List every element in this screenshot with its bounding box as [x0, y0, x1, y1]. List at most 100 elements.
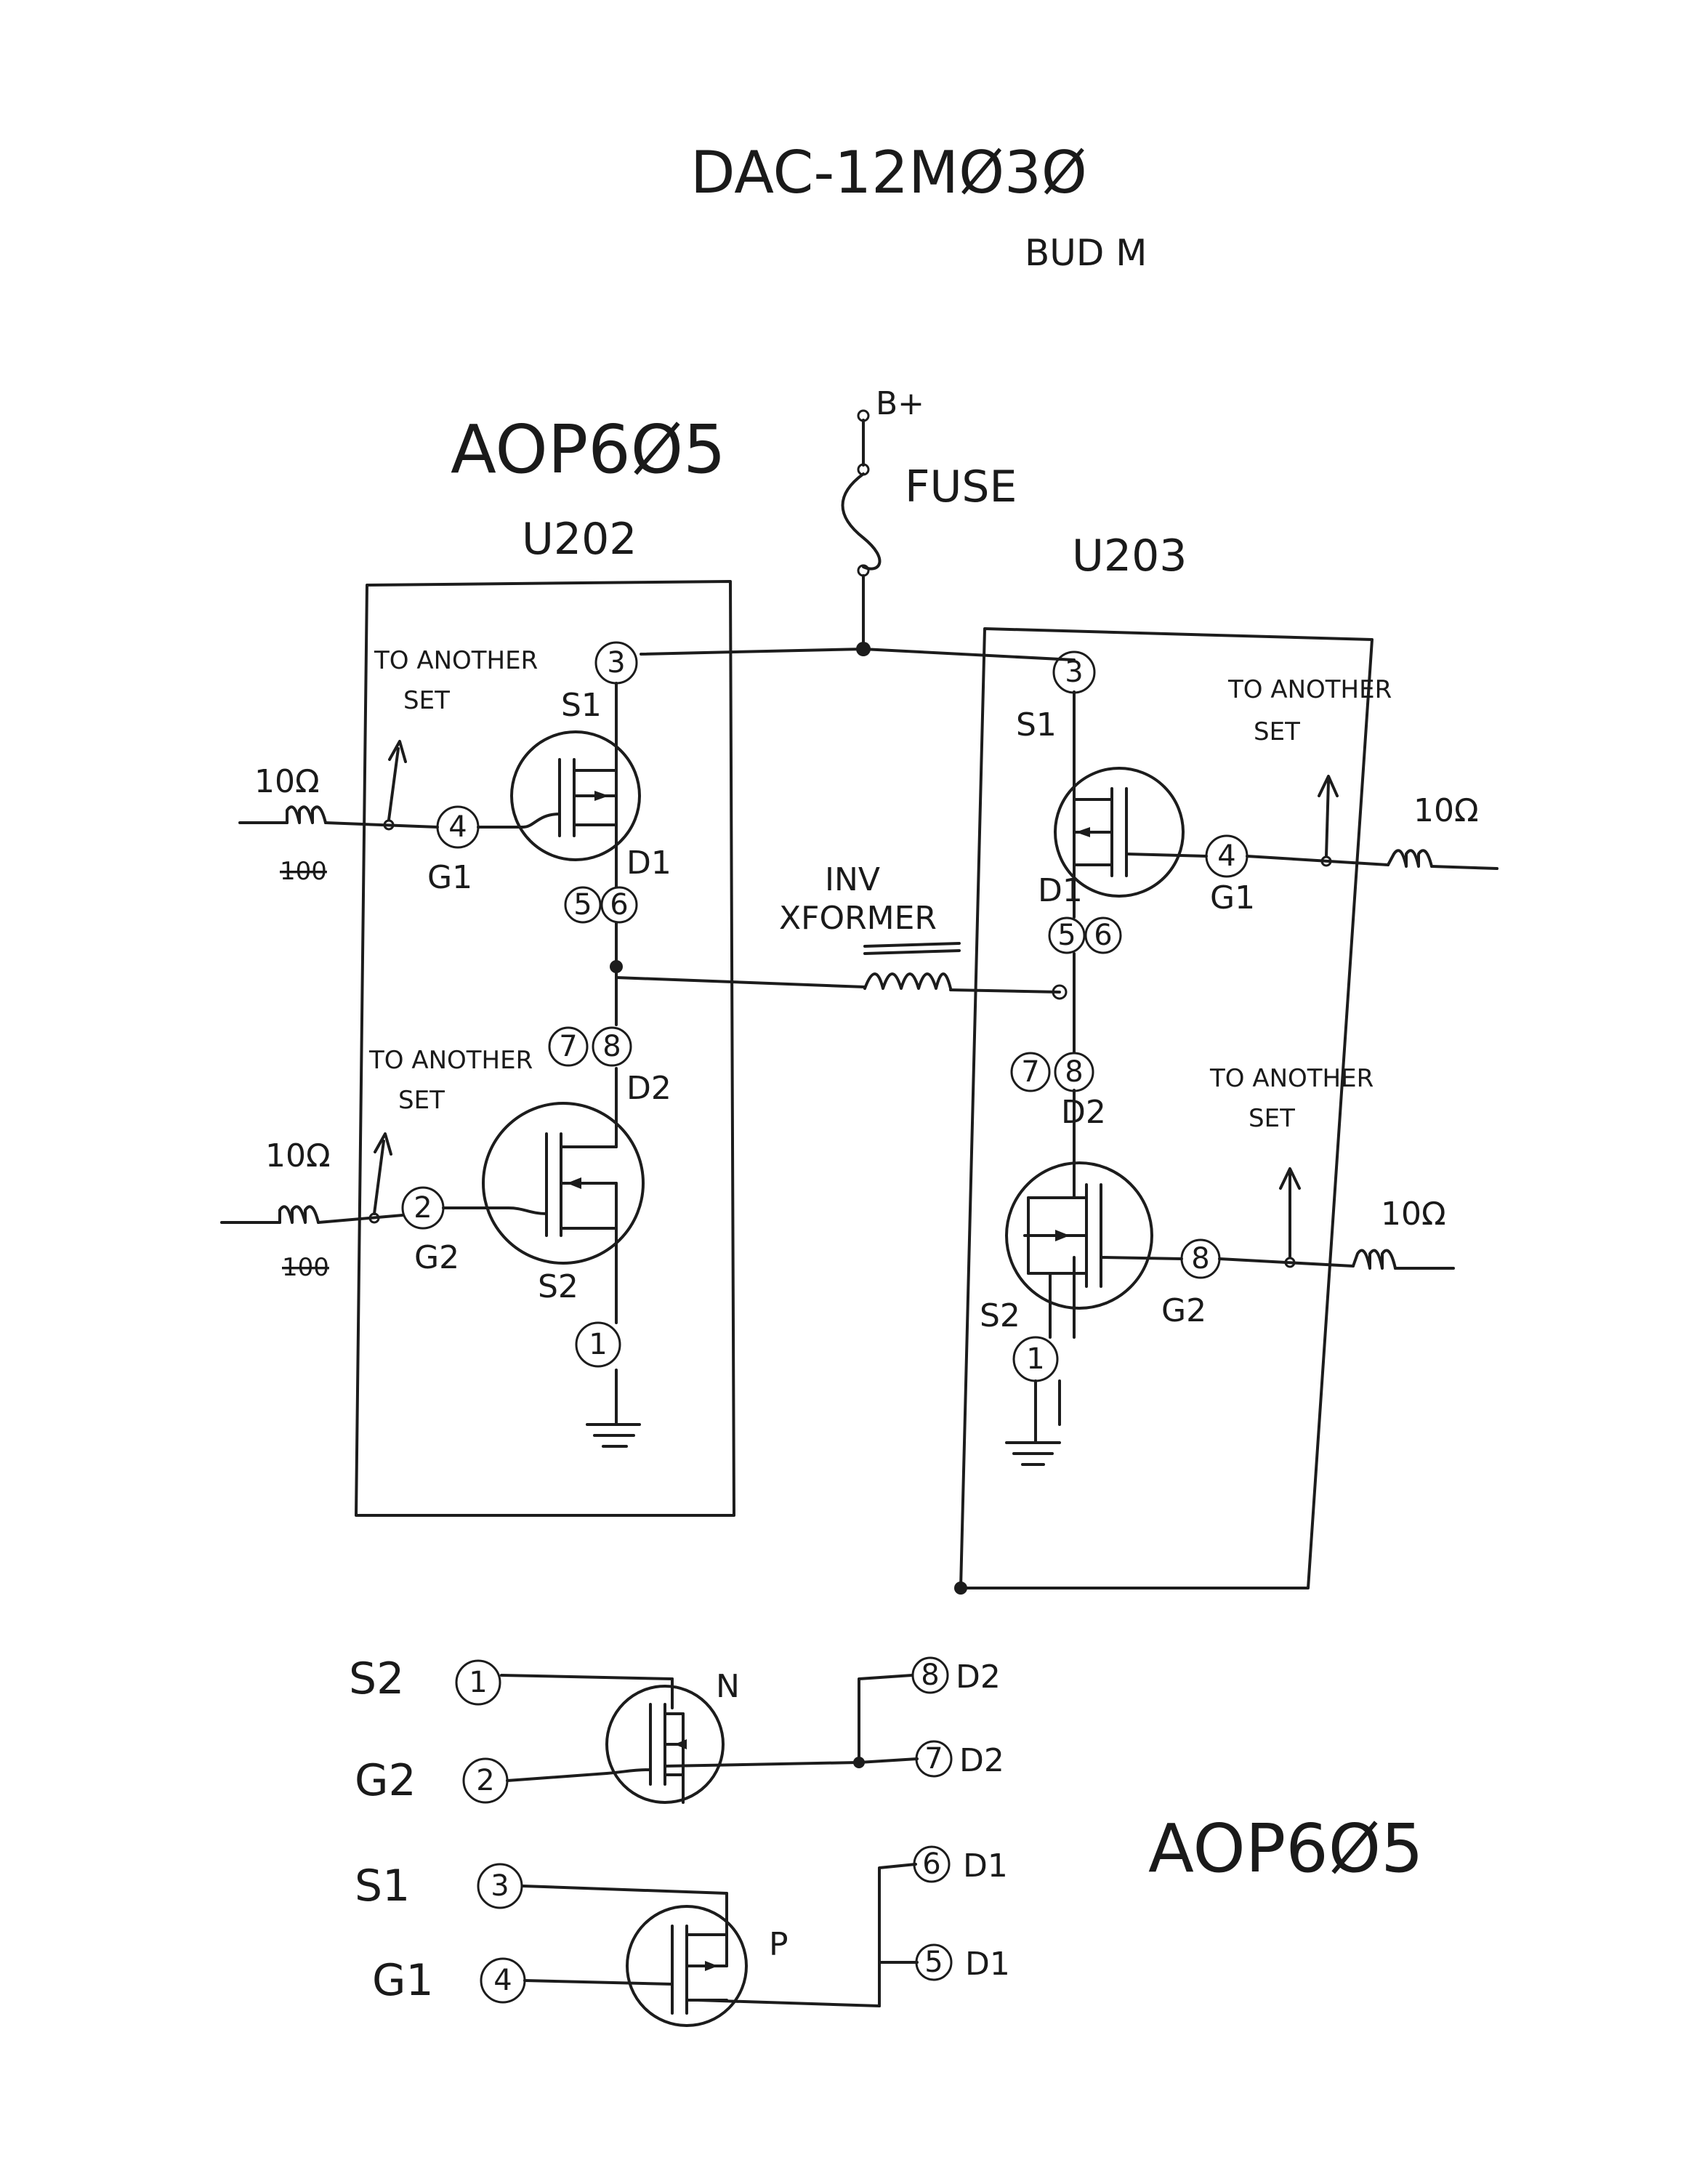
u203-note-bot-line1: TO ANOTHER: [1209, 1064, 1374, 1093]
pinout-pin-8-label: 8: [921, 1659, 939, 1692]
pinout-pin-6-label: 6: [922, 1847, 940, 1881]
u202-d2-label: D2: [626, 1070, 671, 1107]
pinout-d2b-label: D2: [959, 1742, 1004, 1779]
u203-pin-5: [1048, 916, 1086, 954]
u203-g2-label: G2: [1161, 1292, 1206, 1329]
pinout-pin-8: [911, 1656, 949, 1694]
u202-pin-7-label: 7: [559, 1030, 577, 1063]
u202-gate2-resistor: [220, 1132, 404, 1224]
u202-note-bot-line2: SET: [398, 1086, 445, 1115]
pinout-pin-6: [913, 1845, 951, 1883]
u202-note-top-line2: SET: [403, 686, 450, 715]
b-plus-label: B+: [876, 385, 924, 422]
u202-g1-label: G1: [427, 859, 472, 896]
u202-package-outline: [355, 580, 735, 1517]
u202-pin-5: [564, 886, 602, 924]
u202-pin-1: [575, 1321, 621, 1368]
u202-g2-label: G2: [414, 1239, 459, 1276]
pinout-n-mosfet: [500, 1674, 859, 1804]
u203-gate1-resistor: [1246, 775, 1499, 870]
u202-pin-6-label: 6: [610, 888, 628, 922]
u203-pin-4-label: 4: [1217, 839, 1235, 873]
pinout-d2a-label: D2: [956, 1659, 1001, 1696]
u202-s1-label: S1: [561, 687, 602, 724]
u202-ground-icon: [586, 1401, 641, 1448]
u202-pin-6: [600, 886, 638, 924]
xformer-lead-left: [615, 976, 866, 988]
u203-s2-label: S2: [980, 1297, 1020, 1334]
xformer-lead-right: [949, 988, 1061, 994]
author-label: BUD M: [1025, 232, 1147, 274]
u202-res-bot-strike: 100: [282, 1253, 329, 1282]
pinout-d1-junction: [878, 1863, 919, 2007]
diagram-title: DAC-12MØ3Ø: [690, 139, 1087, 206]
u203-mosfet-n: [1005, 1161, 1183, 1339]
u203-pin-8: [1054, 1052, 1094, 1092]
u203-g1-label: G1: [1210, 879, 1255, 916]
u202-gate1-resistor: [238, 740, 439, 831]
pinout-pin-1-label: 1: [469, 1666, 487, 1699]
u202-pin-3: [594, 641, 638, 685]
pinout-pin-5-label: 5: [924, 1946, 943, 1979]
u203-ref-label: U203: [1072, 531, 1187, 581]
pinout-pin-4-label: 4: [493, 1964, 512, 1997]
u203-d2-label: D2: [1061, 1094, 1106, 1131]
u203-res-bot-label: 10Ω: [1381, 1196, 1446, 1233]
pinout-d1b-label: D1: [965, 1946, 1010, 1983]
pinout-pin-5: [915, 1943, 953, 1981]
pinout-part-label: AOP6Ø5: [1148, 1810, 1424, 1887]
pinout-g1-label: G1: [372, 1955, 434, 2006]
u202-pin-8-label: 8: [602, 1030, 621, 1063]
u203-pin-7-label: 7: [1021, 1055, 1039, 1089]
pinout-p-mosfet: [522, 1885, 881, 2027]
u203-pin-8-label: 8: [1065, 1055, 1083, 1089]
pinout-pin-2-label: 2: [476, 1764, 494, 1797]
pinout-pin-1: [455, 1659, 501, 1706]
pinout-d2-junction: [853, 1674, 919, 1768]
u202-note-top-line1: TO ANOTHER: [374, 646, 538, 675]
u203-ground-icon: [1005, 1379, 1061, 1466]
u203-gate2-resistor: [1218, 1167, 1455, 1270]
pinout-g2-label: G2: [355, 1755, 416, 1806]
u203-package-outline: [959, 627, 1374, 1589]
pinout-pin-3-label: 3: [491, 1869, 509, 1903]
u202-pin-4-label: 4: [448, 810, 467, 844]
xformer-label-line2: XFORMER: [779, 900, 937, 937]
pinout-p-label: P: [769, 1926, 788, 1963]
pinout-s2-label: S2: [349, 1653, 404, 1704]
u203-note-top-line2: SET: [1254, 717, 1300, 746]
u202-note-bot-line1: TO ANOTHER: [368, 1046, 533, 1075]
u203-mosfet-p: [1054, 767, 1208, 898]
u203-pin-g2-label: 8: [1191, 1242, 1209, 1276]
u202-mosfet-n: [442, 1067, 645, 1266]
u202-res-top-label: 10Ω: [254, 763, 320, 800]
u203-pin-1-label: 1: [1026, 1342, 1044, 1376]
pinout-pin-7: [915, 1740, 953, 1778]
b-plus-rail-left: [640, 648, 865, 656]
u203-note-top-line1: TO ANOTHER: [1227, 675, 1392, 704]
u202-pin-1-label: 1: [589, 1328, 607, 1361]
pinout-n-label: N: [716, 1668, 740, 1705]
pinout-d1a-label: D1: [963, 1847, 1008, 1885]
xformer-label-line1: INV: [825, 861, 880, 898]
xformer-coil-icon: [863, 942, 961, 990]
u202-pin-3-label: 3: [607, 646, 625, 680]
u203-s1-label: S1: [1016, 706, 1057, 744]
u202-pin-5-label: 5: [573, 888, 592, 922]
pinout-pin-7-label: 7: [924, 1742, 943, 1776]
supply-fuse: [841, 409, 882, 656]
u203-pin-6: [1084, 916, 1122, 954]
u203-note-bot-line2: SET: [1249, 1104, 1295, 1133]
u203-pin-3: [1052, 650, 1096, 694]
u202-res-top-strike: 100: [280, 857, 327, 886]
u203-res-top-label: 10Ω: [1413, 792, 1479, 829]
u202-pin-8: [592, 1026, 632, 1067]
u203-pin-3-label: 3: [1065, 656, 1083, 689]
u203-pin-7: [1010, 1052, 1051, 1092]
u203-d1-label: D1: [1038, 872, 1083, 909]
u202-s2-label: S2: [538, 1268, 578, 1305]
u202-ref-label: U202: [522, 514, 637, 565]
u202-part-label: AOP6Ø5: [451, 411, 726, 488]
